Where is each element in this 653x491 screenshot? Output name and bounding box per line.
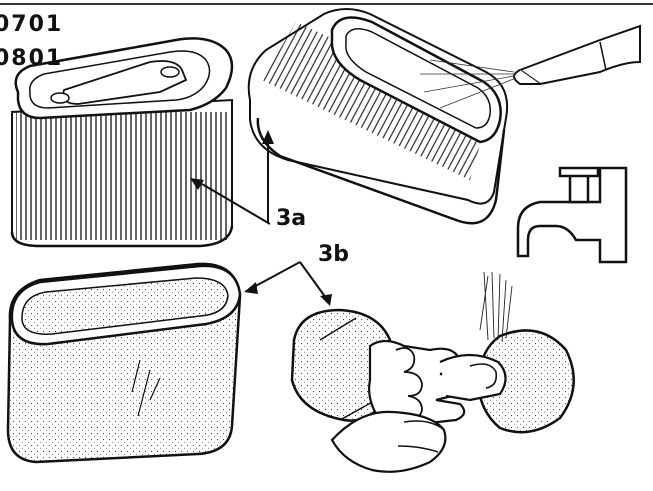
part-number-1: 0701 <box>0 12 64 37</box>
hands-washing-icon <box>290 271 575 473</box>
water-tap-icon <box>516 166 628 264</box>
compressed-air-nozzle-icon <box>247 8 641 225</box>
callout-3b-label: 3b <box>318 242 350 267</box>
callout-3b-leader <box>244 261 332 306</box>
pleated-filter-icon <box>10 37 234 248</box>
callout-3a-label: 3a <box>276 206 307 231</box>
foam-sleeve-icon <box>6 262 242 464</box>
part-number-2: 0801 <box>0 46 64 71</box>
callout-3a-leader <box>190 130 274 225</box>
